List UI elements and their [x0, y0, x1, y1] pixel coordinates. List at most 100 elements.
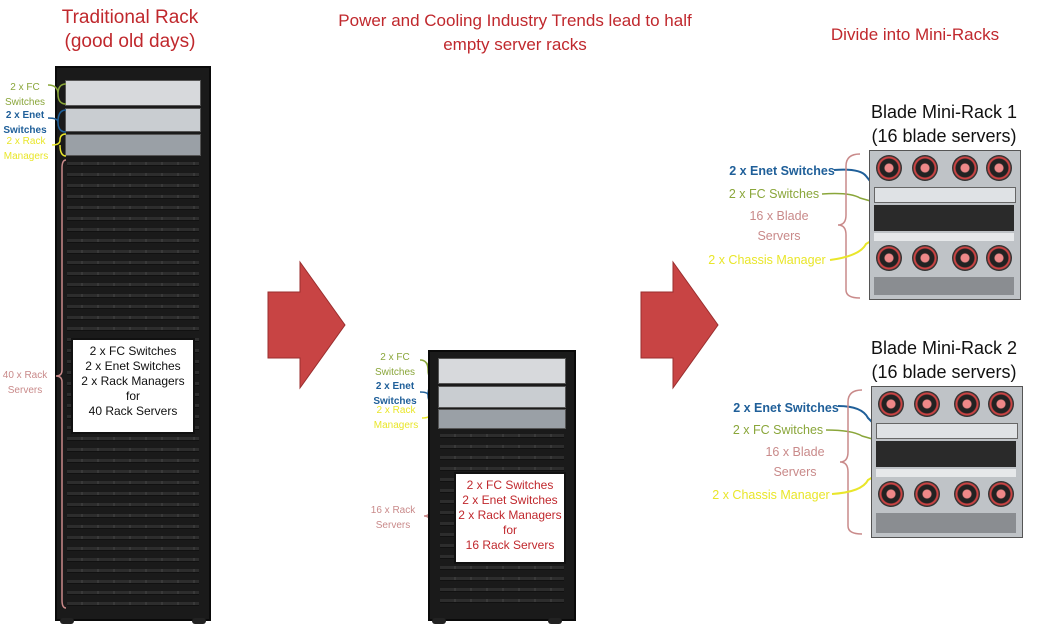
- fan-icon: [954, 481, 980, 507]
- label-line: Switches: [3, 125, 47, 136]
- enet-leader: [833, 168, 875, 187]
- label-line: 2 x FC: [10, 82, 40, 93]
- fan-icon: [986, 155, 1012, 181]
- rack-foot: [60, 618, 74, 624]
- fc-switch-unit: [65, 80, 201, 106]
- rack-server-unit: [440, 467, 564, 471]
- fan-icon: [876, 245, 902, 271]
- title-line: Power and Cooling Industry Trends lead t…: [338, 11, 692, 30]
- servers-bracket: [55, 159, 67, 609]
- right-arrow-icon: [267, 260, 346, 390]
- rack1-summary-box: 2 x FC Switches 2 x Enet Switches 2 x Ra…: [71, 338, 195, 434]
- rack-server-unit: [67, 591, 199, 595]
- fc-switch-unit: [438, 358, 566, 384]
- rack-server-unit: [440, 599, 564, 603]
- psu-bay: [876, 513, 1016, 533]
- enet-switch-unit: [438, 386, 566, 408]
- label-line: 2 x FC: [380, 352, 410, 363]
- manager-bay: [876, 469, 1016, 477]
- blade-chassis-2: [871, 386, 1023, 538]
- rack-server-unit: [67, 547, 199, 551]
- rack-server-unit: [67, 481, 199, 485]
- fan-icon: [876, 155, 902, 181]
- rack-server-unit: [440, 434, 564, 438]
- rack-server-unit: [67, 261, 199, 265]
- fan-icon: [914, 391, 940, 417]
- rack-foot: [548, 618, 562, 624]
- title-line: Blade Mini-Rack 2: [870, 338, 1018, 358]
- rack-server-unit: [440, 566, 564, 570]
- rack-server-unit: [67, 536, 199, 540]
- enet-leader: [837, 405, 877, 427]
- rack-server-unit: [67, 283, 199, 287]
- fc-leader: [825, 429, 877, 441]
- label-line: 2 x Enet: [5, 110, 45, 121]
- rack-server-unit: [440, 577, 564, 581]
- fan-icon: [878, 391, 904, 417]
- enet-switches-label: 2 x Enet Switches: [733, 401, 839, 415]
- box-line: 40 Rack Servers: [88, 404, 178, 418]
- fan-icon: [912, 245, 938, 271]
- rack2-summary-box: 2 x FC Switches 2 x Enet Switches 2 x Ra…: [454, 472, 566, 564]
- rack-server-unit: [67, 294, 199, 298]
- box-line: 2 x Rack Managers: [458, 508, 562, 522]
- blade-bay: [876, 441, 1016, 467]
- rack-manager-unit: [65, 134, 201, 156]
- manager-bay: [874, 233, 1014, 241]
- manager-leader: [829, 237, 877, 261]
- manager-leader: [831, 473, 879, 495]
- rack-server-unit: [67, 558, 199, 562]
- fc-bracket: [47, 83, 67, 105]
- rack-server-unit: [67, 250, 199, 254]
- rack-server-unit: [67, 305, 199, 309]
- rack-server-unit: [67, 195, 199, 199]
- rack-server-unit: [67, 437, 199, 441]
- rack-server-unit: [67, 525, 199, 529]
- rack-server-unit: [67, 470, 199, 474]
- switch-bay: [874, 187, 1016, 203]
- fan-icon: [952, 155, 978, 181]
- rack-server-unit: [67, 492, 199, 496]
- box-line: for: [502, 523, 517, 537]
- divide-title: Divide into Mini-Racks: [830, 25, 1000, 44]
- rack-server-unit: [440, 456, 564, 460]
- label-line: 2 x Enet: [375, 381, 415, 392]
- label-line: Switches: [4, 97, 45, 108]
- enet-switches-label: 2 x Enet Switches: [729, 164, 835, 178]
- box-line: 2 x FC Switches: [89, 344, 177, 358]
- rack-server-unit: [67, 173, 199, 177]
- box-line: 2 x Rack Managers: [81, 374, 185, 388]
- rack-server-unit: [67, 316, 199, 320]
- fan-icon: [988, 481, 1014, 507]
- blade-chassis-1: [869, 150, 1021, 300]
- fc-switches-label: 2 x FC Switches: [728, 187, 820, 201]
- rack-server-unit: [67, 503, 199, 507]
- rack-server-unit: [67, 272, 199, 276]
- manager-bracket: [51, 133, 67, 157]
- rack-server-unit: [67, 184, 199, 188]
- blade-bay: [874, 205, 1014, 231]
- switch-bay: [876, 423, 1018, 439]
- rack-server-unit: [67, 162, 199, 166]
- rack-foot: [192, 618, 206, 624]
- label-line: 2 x Rack: [6, 136, 46, 147]
- fc-switches-label: 2 x FC Switches: [372, 350, 418, 380]
- fan-icon: [912, 155, 938, 181]
- label-line: Switches: [374, 367, 415, 378]
- label-line: Servers: [7, 385, 43, 396]
- mini-rack-2-title: Blade Mini-Rack 2 (16 blade servers): [860, 336, 1028, 384]
- title-line: empty server racks: [443, 35, 587, 54]
- rack-foot: [432, 618, 446, 624]
- rack-server-unit: [67, 602, 199, 606]
- title-line: Blade Mini-Rack 1: [870, 102, 1018, 122]
- psu-bay: [874, 277, 1014, 295]
- title-line: Traditional Rack: [61, 7, 199, 28]
- label-line: 16 x Blade: [749, 209, 809, 223]
- label-line: Servers: [757, 229, 801, 243]
